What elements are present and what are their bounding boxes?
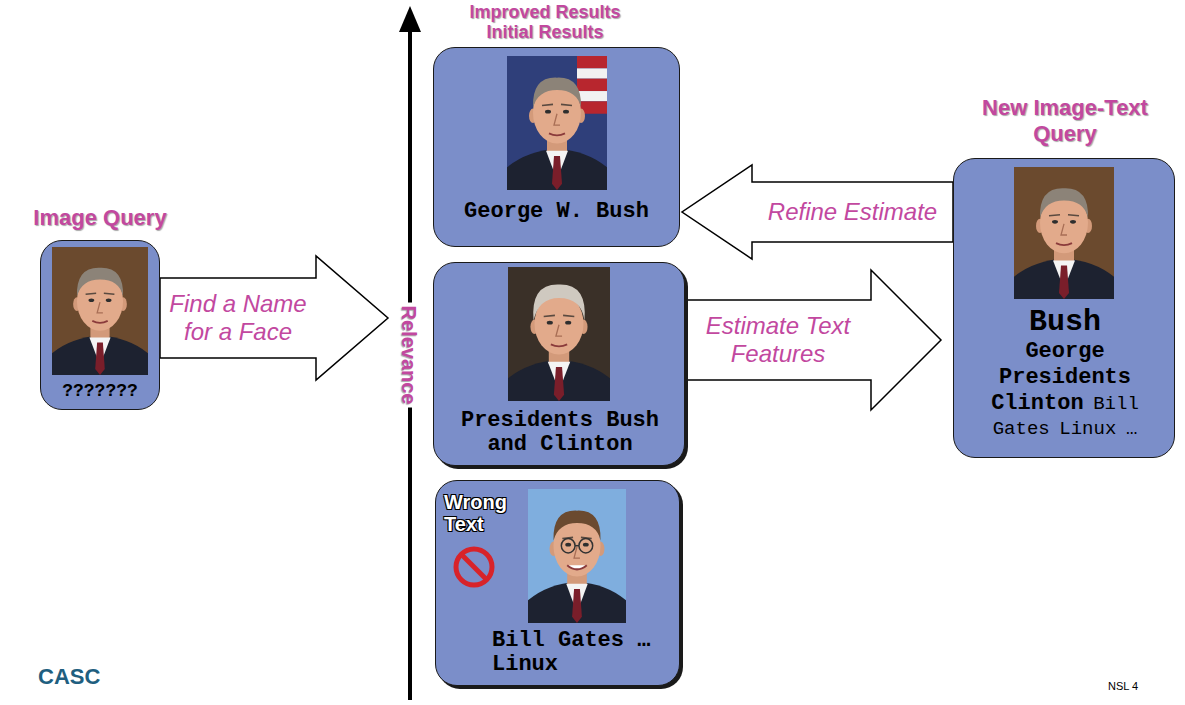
term-word: Gates [993, 418, 1050, 440]
result-box: Presidents Bush and Clinton [433, 262, 685, 466]
weighted-terms: Bush George Presidents Clinton Bill Gate… [962, 305, 1168, 441]
block-arrow [160, 256, 388, 380]
portrait-photo [508, 267, 610, 401]
portrait-photo [528, 489, 626, 623]
node-heading: Image Query [33, 205, 166, 231]
portrait-photo [1014, 167, 1114, 299]
edge-label: Refine Estimate [759, 198, 946, 226]
no-symbol [452, 545, 496, 589]
result-caption: George W. Bush [434, 200, 679, 224]
slide-number: NSL 4 [1108, 680, 1138, 692]
result-box: Image Query??????? [40, 240, 160, 410]
term-word: Linux [1059, 418, 1116, 440]
edge-label: Estimate Text Features [692, 312, 864, 368]
node-heading: New Image-Text Query [975, 95, 1155, 147]
portrait-photo [507, 56, 607, 190]
term-word: Clinton [991, 391, 1083, 416]
term-word: Bill [1093, 393, 1139, 415]
term-word: … [1126, 418, 1137, 440]
heading-label: Improved Results [469, 2, 620, 23]
result-box: George W. Bush [433, 47, 680, 247]
axis-label: Relevance [397, 303, 420, 408]
result-box: Wrong TextBill Gates …Linux [435, 480, 680, 686]
result-caption: Bill Gates …Linux [492, 629, 652, 677]
term-word: Bush [962, 305, 1168, 339]
logo-text: CASC [38, 664, 100, 690]
result-box: New Image-Text QueryBush George Presiden… [953, 158, 1175, 458]
term-word: George [962, 339, 1168, 365]
block-arrow [682, 165, 953, 259]
portrait-photo [52, 247, 148, 375]
heading-label: Initial Results [486, 22, 603, 43]
block-arrow [685, 270, 941, 410]
warning-label: Wrong Text [444, 491, 516, 535]
term-word: Presidents [962, 365, 1168, 391]
unknown-name: ??????? [41, 381, 159, 401]
edge-label: Find a Name for a Face [167, 290, 309, 346]
result-caption: Presidents Bush and Clinton [445, 409, 675, 457]
